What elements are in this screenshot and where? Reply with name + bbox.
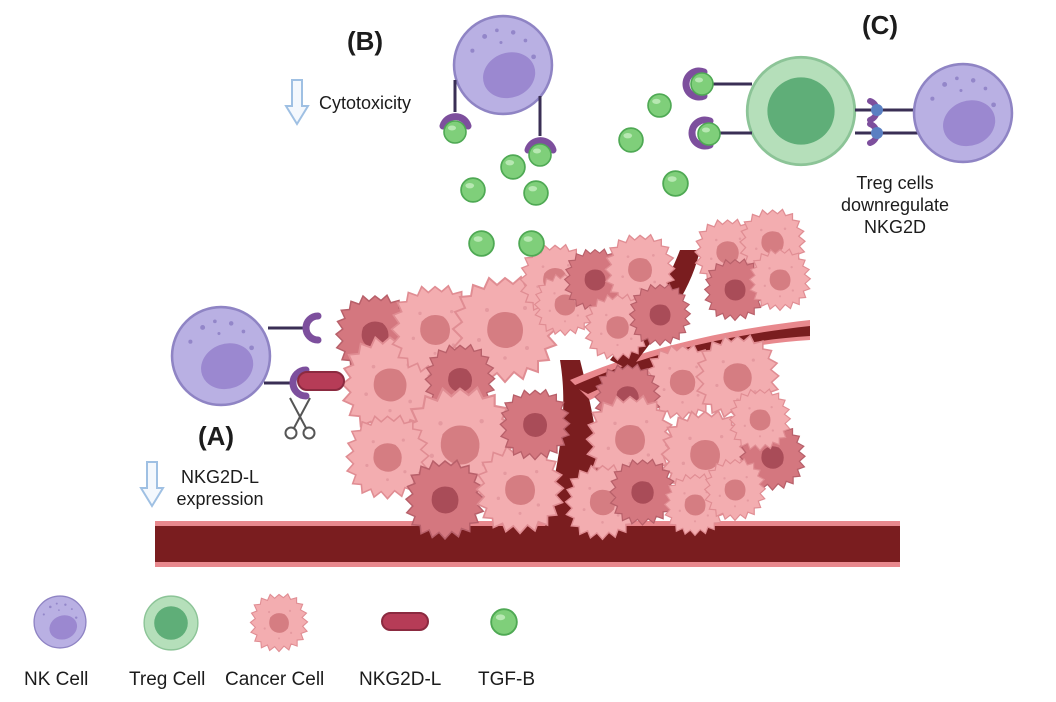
panel-a-label: (A) xyxy=(198,421,235,451)
treg-cell-icon xyxy=(143,595,199,651)
legend-label-nkg2d-l: NKG2D-L xyxy=(359,669,442,690)
nkg2d-ligand-icon xyxy=(381,612,429,631)
tgf-b-icon xyxy=(490,608,518,636)
panel-c-treg-cell xyxy=(682,55,930,167)
shed-nkg2d-ligand xyxy=(297,371,345,391)
tgf-b-particle xyxy=(697,122,721,146)
panel-c-note: Treg cells downregulate NKG2D xyxy=(800,172,990,238)
panel-c-label: (C) xyxy=(862,10,899,40)
legend-icons xyxy=(33,593,518,653)
panel-b-label: (B) xyxy=(347,26,384,56)
down-arrow-icon xyxy=(284,79,310,126)
legend-label-nk-cell: NK Cell xyxy=(24,669,89,690)
panel-c-note-line3: NKG2D xyxy=(863,217,926,237)
scissors-icon xyxy=(284,397,316,440)
panel-b-nk-cell xyxy=(439,14,557,154)
cancer-cell-icon xyxy=(249,593,309,653)
panel-b-effect: Cytotoxicity xyxy=(319,93,412,113)
down-arrow-icon xyxy=(139,461,165,508)
panel-a-effect-line2: expression xyxy=(176,489,264,509)
legend-label-cancer-cell: Cancer Cell xyxy=(225,669,325,690)
panel-a-effect: NKG2D-L expression xyxy=(160,466,280,510)
panel-c-note-line1: Treg cells xyxy=(856,173,934,193)
tgf-b-particle xyxy=(690,72,714,96)
nk-cell-icon xyxy=(33,595,87,649)
panel-a-effect-line1: NKG2D-L xyxy=(180,467,260,487)
panel-a-nk-cell xyxy=(170,305,322,407)
panel-c-note-line2: downregulate xyxy=(840,195,950,215)
legend-label-treg-cell: Treg Cell xyxy=(129,669,206,690)
tgf-b-particles xyxy=(443,93,689,257)
legend-label-tgf-b: TGF-B xyxy=(478,669,535,690)
panel-c-nk-cell xyxy=(912,62,1014,164)
